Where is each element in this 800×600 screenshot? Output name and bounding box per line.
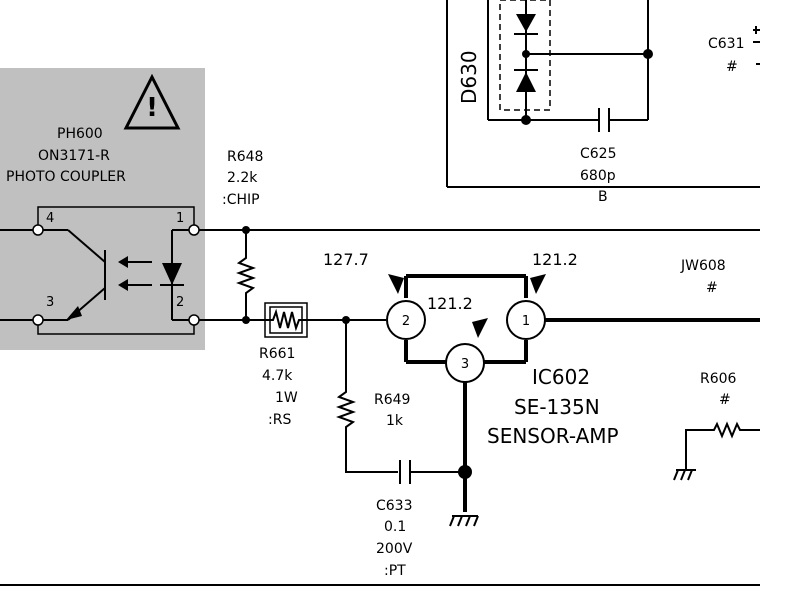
- ic602-pin2: [386, 300, 426, 340]
- ic602-pin2-voltage: 127.7: [323, 250, 369, 269]
- r649-ref: R649: [374, 392, 410, 408]
- c633-note: :PT: [384, 563, 406, 579]
- r661-value: 4.7k: [262, 368, 293, 384]
- ph600-desc: PHOTO COUPLER: [6, 169, 126, 185]
- r648-ref: R648: [227, 149, 263, 165]
- ph600-pin3-circle: [32, 314, 44, 326]
- r661-ref: R661: [259, 346, 295, 362]
- jw608-ref: JW608: [680, 258, 726, 274]
- pin1-voltage-arrow: [530, 274, 546, 294]
- c631-capacitor: C631 #: [708, 26, 760, 75]
- ic602-ref: IC602: [532, 365, 590, 389]
- r649-resistor: R649 1k: [336, 320, 410, 473]
- r606-value: #: [719, 392, 731, 408]
- warning-icon: !: [123, 73, 181, 130]
- ph600-photo-coupler: ! PH600 ON3171-R PHOTO COUPLER 4 3 1 2: [0, 68, 205, 350]
- ic602-part: SE-135N: [514, 395, 600, 419]
- ic602-pin3-voltage: 121.2: [427, 294, 473, 313]
- ph600-ref: PH600: [57, 126, 103, 142]
- pin2-voltage-arrow: [388, 274, 404, 294]
- r606-ref: R606: [700, 371, 737, 387]
- c625-note: B: [598, 189, 608, 205]
- r661-resistor: R661 4.7k 1W :RS: [259, 302, 308, 428]
- ic602-pin3-label: 3: [461, 357, 469, 372]
- c625-value: 680p: [580, 168, 616, 184]
- ph600-shaded-box: [0, 68, 205, 350]
- ic602-sensor-amp: 2 1 3 127.7 121.2 121.2 IC602 SE-135N SE…: [323, 250, 619, 512]
- jw608-value: #: [706, 280, 718, 296]
- ph600-pin4-label: 4: [46, 211, 54, 226]
- ph600-pin4-circle: [32, 224, 44, 236]
- ground-icon: [449, 465, 479, 527]
- ic602-pin2-label: 2: [402, 314, 410, 329]
- c631-value: #: [726, 59, 738, 75]
- ph600-pin1-label: 1: [176, 211, 184, 226]
- ph600-pin1-circle: [188, 224, 200, 236]
- pin3-voltage-arrow: [472, 318, 488, 338]
- r648-value: 2.2k: [227, 170, 258, 186]
- svg-text:!: !: [146, 93, 158, 123]
- ph600-part: ON3171-R: [38, 148, 110, 164]
- r649-value: 1k: [386, 413, 404, 429]
- r606-resistor: R606 #: [673, 371, 760, 481]
- ic602-pin1-label: 1: [522, 314, 530, 329]
- ph600-pin2-circle: [188, 314, 200, 326]
- ph600-pin2-label: 2: [176, 295, 184, 310]
- c633-ref: C633: [376, 498, 413, 514]
- c633-value: 0.1: [384, 519, 406, 535]
- ic602-pin3: [445, 343, 485, 383]
- c633-capacitor: C633 0.1 200V :PT: [376, 460, 466, 579]
- r661-power: 1W: [275, 390, 298, 406]
- ic602-pin1-voltage: 121.2: [532, 250, 578, 269]
- d630-ref: D630: [457, 50, 481, 104]
- c631-ref: C631: [708, 36, 745, 52]
- r648-resistor: R648 2.2k :CHIP: [222, 149, 263, 320]
- ph600-pin3-label: 3: [46, 295, 54, 310]
- c633-voltage: 200V: [376, 541, 413, 557]
- c625-ref: C625: [580, 146, 617, 162]
- r648-note: :CHIP: [222, 192, 260, 208]
- ic602-desc: SENSOR-AMP: [487, 424, 619, 448]
- ic602-pin1: [506, 300, 546, 340]
- d630-c625-block: D630 C625 680p B: [446, 0, 760, 205]
- r661-note: :RS: [268, 412, 291, 428]
